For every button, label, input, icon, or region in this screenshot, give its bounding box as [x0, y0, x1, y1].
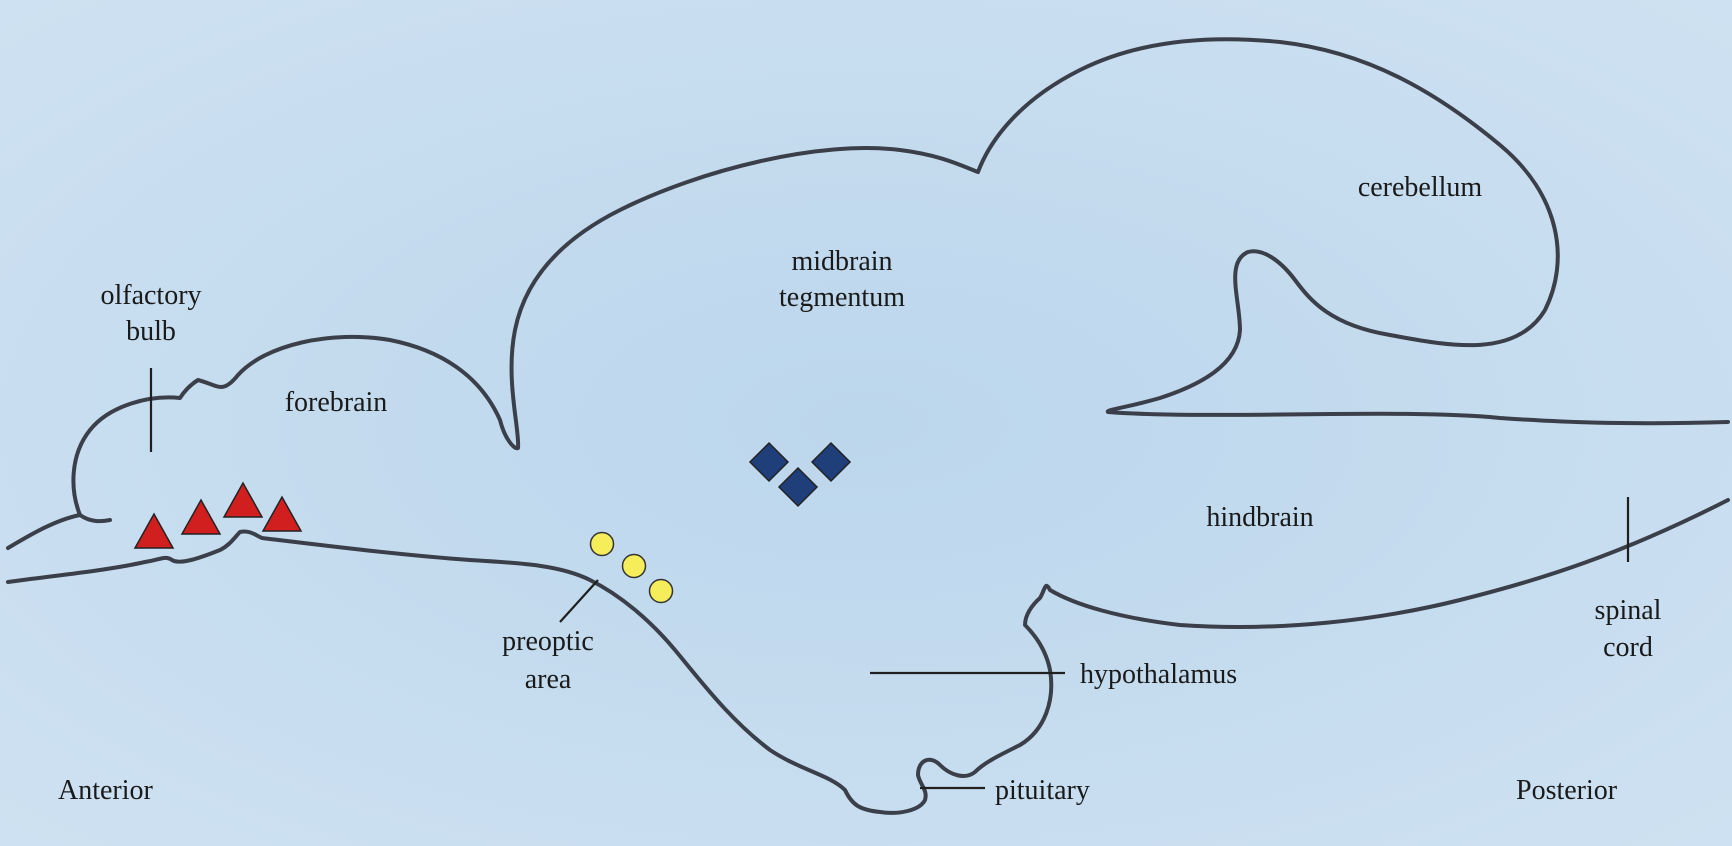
spinal-cord-label: spinal — [1595, 595, 1662, 626]
anterior-label: Anterior — [58, 775, 154, 806]
preoptic-area-label: preoptic — [502, 626, 594, 657]
hypothalamus-label: hypothalamus — [1080, 659, 1237, 690]
hindbrain-label: hindbrain — [1206, 502, 1313, 533]
circle-marker — [623, 555, 646, 578]
posterior-label: Posterior — [1516, 775, 1618, 806]
preoptic-area-label: area — [525, 664, 572, 695]
olfactory-bulb-label: olfactory — [100, 280, 201, 311]
midbrain-tegmentum-label: tegmentum — [779, 282, 905, 313]
cerebellum-label: cerebellum — [1358, 172, 1483, 203]
pituitary-label: pituitary — [995, 775, 1090, 806]
spinal-cord-label: cord — [1603, 632, 1653, 663]
forebrain-label: forebrain — [285, 387, 388, 418]
circle-marker — [650, 580, 673, 603]
circle-marker — [591, 533, 614, 556]
olfactory-bulb-label: bulb — [126, 316, 176, 347]
midbrain-tegmentum-label: midbrain — [791, 246, 892, 277]
